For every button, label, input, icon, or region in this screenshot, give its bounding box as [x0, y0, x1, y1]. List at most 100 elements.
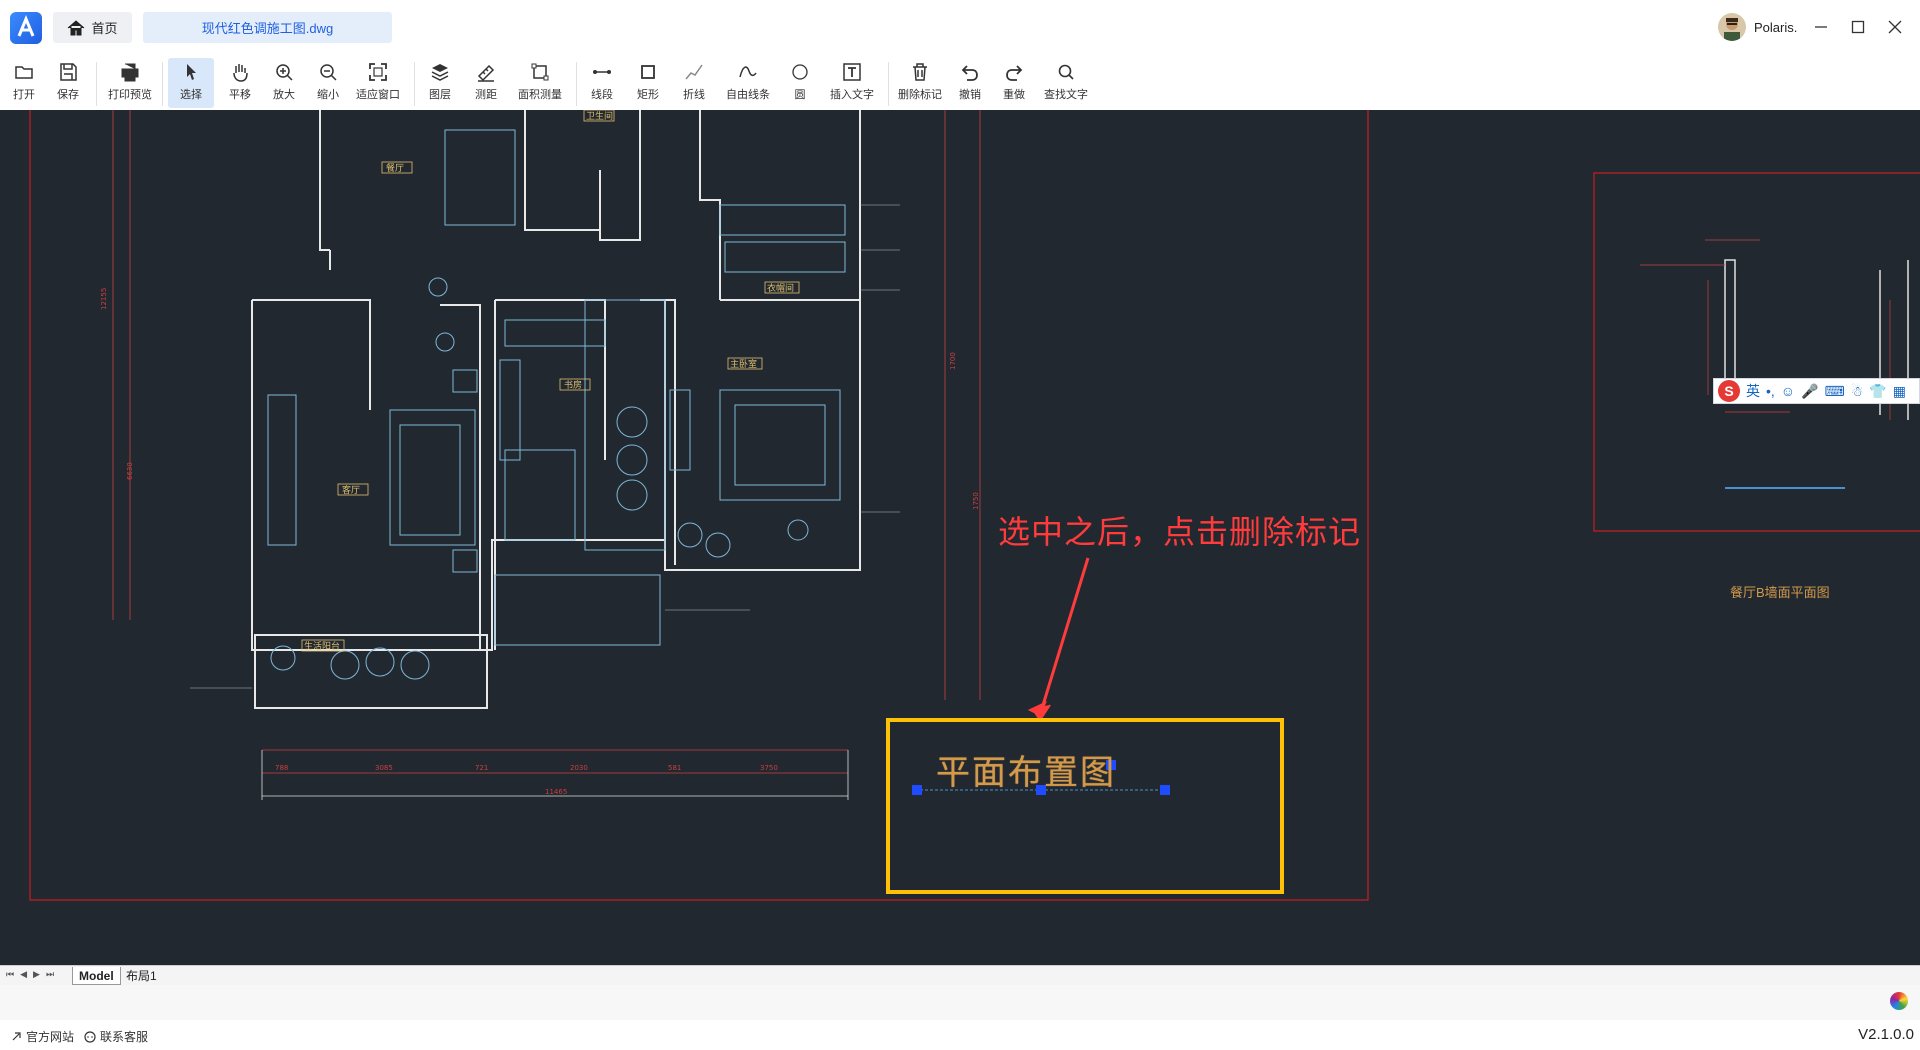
toolbar-divider — [888, 62, 889, 106]
sogou-logo-icon: S — [1718, 380, 1740, 402]
undo-label: 撤销 — [959, 89, 981, 101]
area-measure-button[interactable]: 面积测量 — [514, 58, 566, 108]
app-logo — [10, 12, 42, 44]
room-label: 主卧室 — [730, 358, 757, 370]
layers-label: 图层 — [429, 89, 451, 101]
room-label: 卫生间 — [586, 110, 613, 122]
svg-text:6630: 6630 — [126, 462, 134, 480]
link-icon — [12, 1031, 21, 1040]
layers-button[interactable]: 图层 — [422, 58, 458, 108]
area-measure-label: 面积测量 — [518, 89, 562, 101]
undo-icon — [961, 65, 978, 81]
redo-icon — [1006, 65, 1023, 81]
rectangle-button[interactable]: 矩形 — [630, 58, 666, 108]
file-tab-label: 现代红色调施工图.dwg — [201, 21, 334, 36]
drawing-title[interactable]: 平面布置图 — [936, 753, 1116, 793]
color-wheel-icon[interactable] — [1890, 992, 1908, 1010]
user-icon[interactable]: ☃ — [1850, 382, 1864, 399]
drawing-canvas[interactable]: 12155 6630 1700 1750 788 3085 721 2030 5… — [0, 110, 1920, 965]
polyline-label: 折线 — [683, 89, 705, 101]
fit-window-button[interactable]: 适应窗口 — [352, 58, 404, 108]
chat-icon — [84, 1030, 96, 1043]
find-text-label: 查找文字 — [1044, 89, 1088, 101]
insert-text-button[interactable]: 插入文字 — [826, 58, 878, 108]
zoom-out-icon — [320, 64, 337, 81]
circle-label: 圆 — [794, 89, 806, 101]
pan-button[interactable]: 平移 — [222, 58, 258, 108]
contact-support-link[interactable]: 联系客服 — [84, 1028, 148, 1045]
punctuation-icon[interactable]: •, — [1766, 383, 1775, 399]
room-label: 衣帽间 — [767, 282, 794, 294]
circle-icon — [792, 64, 808, 80]
emoji-icon[interactable]: ☺ — [1780, 383, 1796, 399]
ruler-icon — [477, 64, 495, 82]
file-tab[interactable]: 现代红色调施工图.dwg — [143, 12, 392, 43]
sheet-tab-label: 布局1 — [126, 969, 157, 983]
line-segment-icon — [593, 70, 611, 74]
dim-label: 2030 — [570, 764, 588, 772]
dim-label: 788 — [275, 764, 288, 772]
sheet-navigation-icon[interactable]: ⏮◀▶⏭ — [6, 969, 61, 979]
freehand-button[interactable]: 自由线条 — [722, 58, 774, 108]
keyboard-icon[interactable]: ⌨ — [1824, 382, 1845, 399]
room-label: 生活阳台 — [304, 640, 340, 652]
fit-window-label: 适应窗口 — [356, 89, 400, 101]
open-label: 打开 — [13, 89, 35, 101]
command-area — [0, 985, 1920, 1020]
freehand-label: 自由线条 — [726, 89, 770, 101]
contact-support-label: 联系客服 — [100, 1030, 149, 1044]
pan-label: 平移 — [229, 89, 251, 101]
circle-button[interactable]: 圆 — [782, 58, 818, 108]
official-website-label: 官方网站 — [26, 1030, 75, 1044]
zoom-in-button[interactable]: 放大 — [266, 58, 302, 108]
line-segment-label: 线段 — [591, 89, 613, 101]
measure-distance-label: 测距 — [475, 89, 497, 101]
sheet-tab-model[interactable]: Model — [72, 967, 121, 985]
delete-markup-button[interactable]: 删除标记 — [894, 58, 946, 108]
fit-window-icon — [369, 63, 387, 81]
folder-open-icon — [15, 66, 33, 79]
avatar — [1718, 13, 1746, 41]
shirt-icon[interactable]: 👕 — [1869, 382, 1887, 399]
zoom-in-label: 放大 — [273, 89, 295, 101]
official-website-link[interactable]: 官方网站 — [10, 1028, 74, 1045]
dim-label: 581 — [668, 764, 681, 772]
undo-button[interactable]: 撤销 — [952, 58, 988, 108]
microphone-icon[interactable]: 🎤 — [1801, 382, 1819, 399]
toolbar-divider — [162, 62, 163, 106]
home-tab-label: 首页 — [91, 21, 118, 36]
print-preview-button[interactable]: 打印预览 — [104, 58, 156, 108]
toolbar: 打开 保存 打印预览 选择 平移 放大 缩小 适应窗口 图层 测距 面积测量 — [0, 54, 1920, 111]
text-icon — [843, 63, 861, 81]
line-segment-button[interactable]: 线段 — [584, 58, 620, 108]
open-button[interactable]: 打开 — [8, 58, 40, 108]
ime-mode[interactable]: 英 — [1746, 383, 1760, 399]
redo-button[interactable]: 重做 — [996, 58, 1032, 108]
polyline-button[interactable]: 折线 — [676, 58, 712, 108]
close-icon — [1888, 20, 1902, 34]
toolbar-divider — [414, 62, 415, 106]
dim-label: 3750 — [760, 764, 778, 772]
find-text-button[interactable]: 查找文字 — [1040, 58, 1092, 108]
print-preview-label: 打印预览 — [108, 89, 152, 101]
selection-box[interactable] — [886, 718, 1284, 894]
save-button[interactable]: 保存 — [52, 58, 84, 108]
measure-distance-button[interactable]: 测距 — [468, 58, 504, 108]
zoom-out-button[interactable]: 缩小 — [310, 58, 346, 108]
sheet-tab-bar: ⏮◀▶⏭ Model 布局1 — [0, 965, 1920, 986]
home-icon — [68, 19, 85, 35]
close-button[interactable] — [1882, 14, 1908, 40]
ime-toolbar[interactable]: S 英 •, ☺ 🎤 ⌨ ☃ 👕 ▦ — [1713, 378, 1920, 404]
dim-label: 721 — [475, 764, 488, 772]
zoom-out-label: 缩小 — [317, 89, 339, 101]
user-menu[interactable]: Polaris. — [1718, 12, 1797, 42]
minimize-button[interactable] — [1808, 14, 1834, 40]
select-button[interactable]: 选择 — [168, 58, 214, 108]
sheet-tab-layout1[interactable]: 布局1 — [120, 967, 163, 984]
room-label: 书房 — [564, 379, 582, 391]
room-label: 餐厅 — [386, 162, 404, 174]
maximize-button[interactable] — [1845, 14, 1871, 40]
toolbar-divider — [576, 62, 577, 106]
grid-icon[interactable]: ▦ — [1892, 382, 1906, 399]
home-tab[interactable]: 首页 — [53, 12, 132, 43]
